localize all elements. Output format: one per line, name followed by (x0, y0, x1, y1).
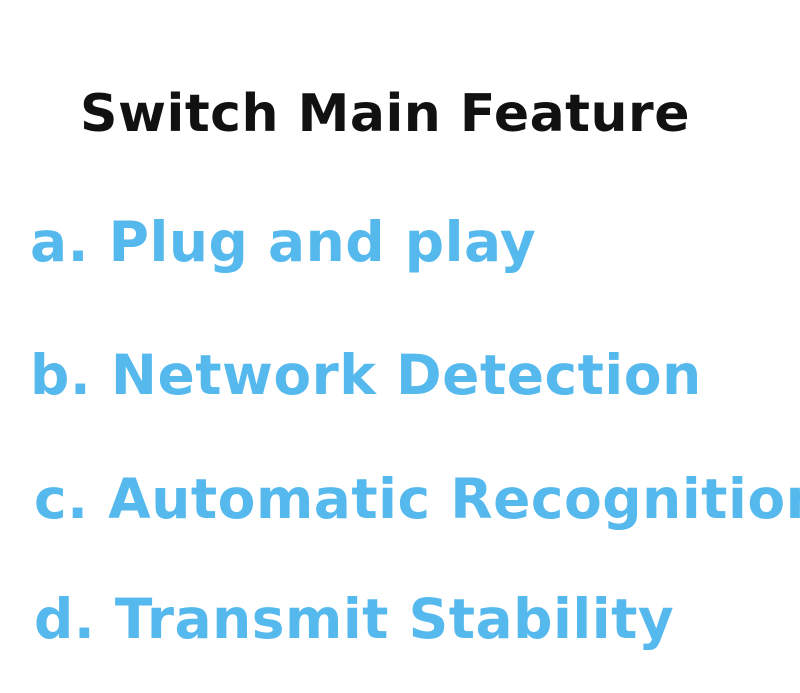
feature-item-automatic-recognition: c. Automatic Recognition (34, 467, 800, 531)
feature-item-transmit-stability: d. Transmit Stability (34, 587, 675, 651)
feature-item-network-detection: b. Network Detection (30, 343, 702, 407)
feature-item-plug-and-play: a. Plug and play (30, 210, 537, 274)
page-title: Switch Main Feature (80, 84, 690, 144)
